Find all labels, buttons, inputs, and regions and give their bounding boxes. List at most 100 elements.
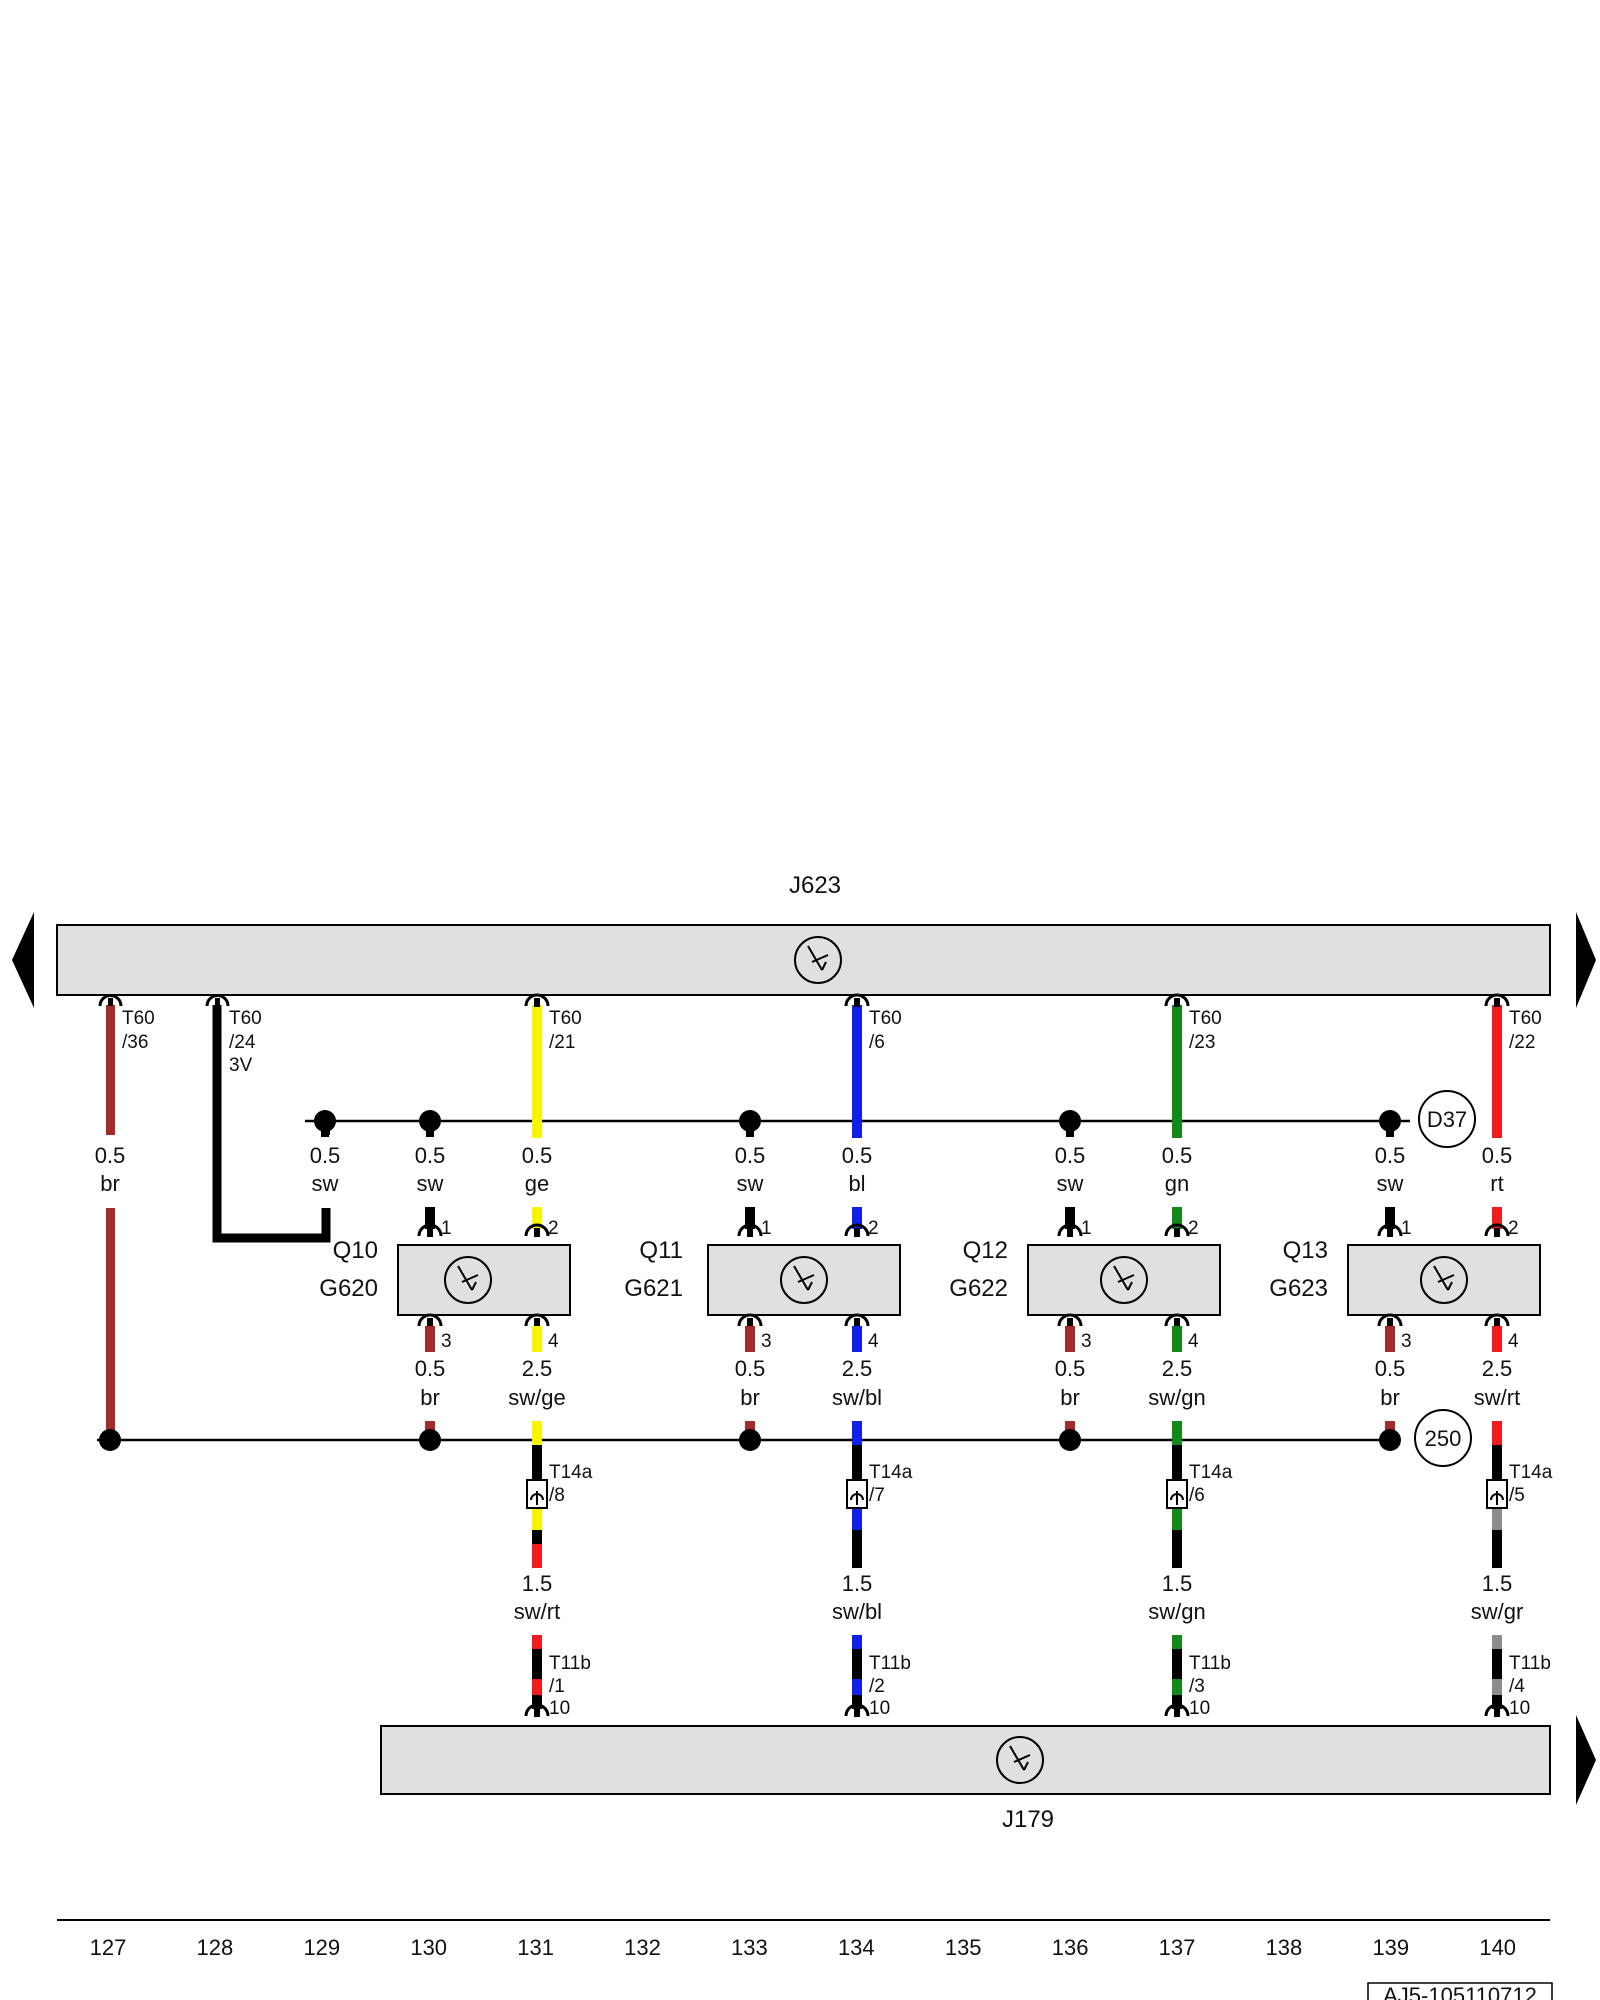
connector-plug-icon [524,1223,550,1237]
ecu-wire-color: rt [1490,1171,1503,1196]
ecu-top-symbol [794,936,842,984]
ecu-wire-23[interactable] [1164,993,1190,1138]
connector-pin [1494,1228,1500,1237]
t11b-pin-label: /4 [1509,1676,1525,1697]
coil-pin3-wire[interactable] [1377,1313,1403,1352]
connector-pin [427,1228,433,1237]
next-page-arrow-top[interactable] [1576,912,1596,1008]
coil-pin3-wire[interactable] [1057,1313,1083,1352]
ecu-wire-22[interactable] [1484,993,1510,1138]
grid-number: 129 [303,1935,340,1960]
grid-number: 128 [197,1935,234,1960]
ecu-bottom-box[interactable] [380,1725,1551,1795]
t11b-wire[interactable] [524,1635,550,1717]
br-bus-node [739,1429,761,1451]
coil-pin4-wire[interactable] [844,1313,870,1352]
low-wire-color: sw/bl [832,1599,882,1624]
pin4-wire-gauge: 2.5 [1162,1356,1193,1381]
low-wire-color: sw/gn [1148,1599,1205,1624]
connector-plug-icon [737,1313,763,1327]
connector-pin [747,1228,753,1237]
ecu-wire-gauge: 0.5 [522,1143,553,1168]
low-wire-gauge: 1.5 [842,1571,873,1596]
coil-pin4-wire[interactable] [1164,1313,1190,1352]
t11b-pin-label: /2 [869,1676,885,1697]
t14a-wire[interactable] [846,1421,868,1568]
bus-node-stub [426,1121,434,1137]
coil-pin2-label: 2 [548,1218,559,1239]
coil-pin1-wire [425,1207,435,1229]
ground-ref-d37[interactable]: D37 [1418,1090,1476,1148]
t11b-wire[interactable] [1484,1635,1510,1717]
coil-pin1-label: 1 [761,1218,772,1239]
ecu-wire-color: gn [1165,1171,1189,1196]
connector-plug-icon [1057,1313,1083,1327]
t14a-wire[interactable] [1486,1421,1508,1568]
t11b-wire[interactable] [1164,1635,1190,1717]
coil-pin4-wire[interactable] [1484,1313,1510,1352]
connector-plug-icon [1057,1223,1083,1237]
bus-node-stub [746,1121,754,1137]
pin4-wire-gauge: 2.5 [842,1356,873,1381]
wire-t60-36[interactable] [98,994,123,1441]
low-wire-color: sw/gr [1471,1599,1524,1624]
connector-plug-icon [1164,993,1190,1007]
t11b-connector-label: T11b [1509,1653,1551,1674]
coil-pin4-wire[interactable] [524,1313,550,1352]
connector-plug-icon [417,1313,443,1327]
connector-plug-icon [1164,1703,1190,1717]
pin4-wire-gauge: 2.5 [522,1356,553,1381]
ecu-wire-6[interactable] [844,993,870,1138]
connector-plug-icon [844,993,870,1007]
coil-pin2-wire [852,1207,862,1229]
sw-wire-gauge: 0.5 [1375,1143,1406,1168]
connector-pin [1387,1318,1393,1327]
connector-pin [1387,1228,1393,1237]
coil-pin4-label: 4 [868,1331,879,1352]
sw-branch-129-color: sw [312,1171,339,1196]
coil-pin3-wire[interactable] [417,1313,443,1352]
ecu-top-box[interactable] [56,924,1551,996]
grid-number: 130 [410,1935,447,1960]
ecu-wire-21[interactable] [524,993,550,1138]
module-symbol-icon [444,1256,492,1304]
coil-pin2-label: 2 [868,1218,879,1239]
t11b-wire[interactable] [844,1635,870,1717]
coil-module-box[interactable] [397,1244,571,1316]
low-wire-color: sw/rt [514,1599,560,1624]
coil-pin3-wire[interactable] [737,1313,763,1352]
pin3-wire-gauge: 0.5 [1375,1356,1406,1381]
next-page-arrow-bottom[interactable] [1576,1715,1596,1805]
connector-pin [854,1708,860,1717]
ecu-wire-pin: /21 [549,1032,575,1053]
connector-plug-icon [1484,1223,1510,1237]
sw-wire-color: sw [737,1171,764,1196]
grid-number: 134 [838,1935,875,1960]
low-wire-gauge: 1.5 [522,1571,553,1596]
coil-pin1-wire [1065,1207,1075,1229]
ground-ref-250[interactable]: 250 [1414,1409,1472,1467]
ecu-wire-gauge: 0.5 [842,1143,873,1168]
t14a-wire[interactable] [1166,1421,1188,1568]
sw-wire-color: sw [1057,1171,1084,1196]
wire-t60-24[interactable] [205,994,331,1243]
sw-branch-129-gauge: 0.5 [310,1143,341,1168]
sw-branch-129-stub [321,1121,330,1135]
pin4-wire-color: sw/ge [508,1385,565,1410]
pin3-wire-color: br [740,1385,760,1410]
coil-pin4-label: 4 [548,1331,559,1352]
t14a-wire[interactable] [526,1421,548,1568]
connector-pin [1494,998,1500,1007]
previous-page-arrow[interactable] [12,912,34,1008]
t14a-pin-label: /8 [549,1485,565,1506]
pin4-wire-color: sw/bl [832,1385,882,1410]
grid-number: 140 [1479,1935,1516,1960]
coil-pin1-label: 1 [441,1218,452,1239]
module-symbol-icon [780,1256,828,1304]
t14a-pin-label: /7 [869,1485,885,1506]
conn-t60-24-note: 3V [229,1055,253,1076]
